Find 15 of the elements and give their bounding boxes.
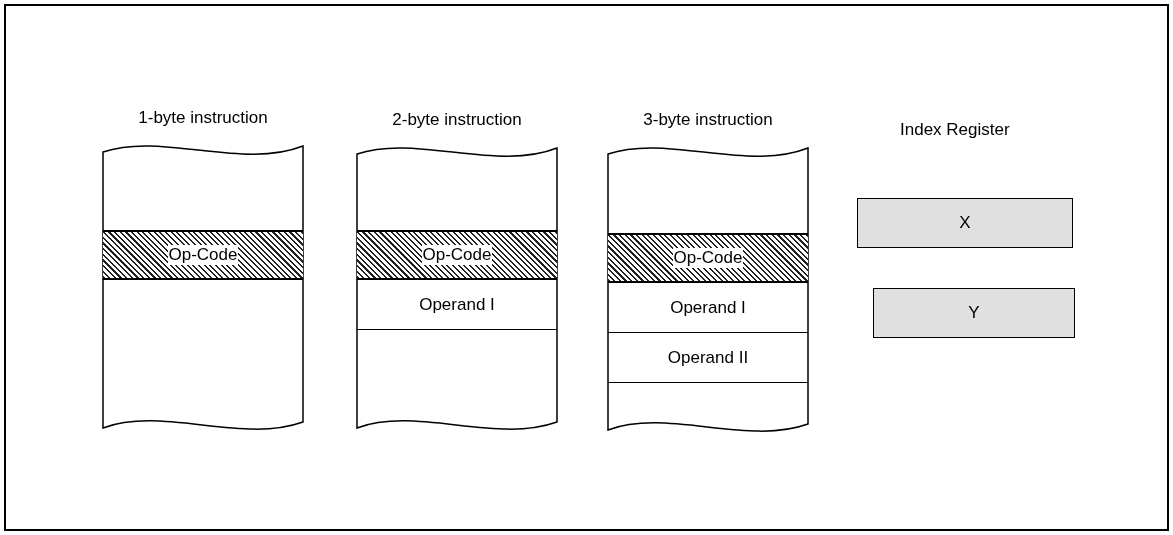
operand-field: Operand I bbox=[608, 283, 808, 333]
strip-heading: 1-byte instruction bbox=[137, 108, 269, 128]
register-box: X bbox=[857, 198, 1073, 248]
register-box: Y bbox=[873, 288, 1075, 338]
operand-field: Operand I bbox=[357, 280, 557, 330]
operand-field: Operand II bbox=[608, 333, 808, 383]
hatched-band bbox=[357, 230, 557, 280]
band-label: Op-Code bbox=[421, 245, 493, 265]
strip-heading: 2-byte instruction bbox=[391, 110, 523, 130]
register-heading: Index Register bbox=[900, 120, 1010, 140]
band-label: Op-Code bbox=[672, 248, 744, 268]
hatched-band bbox=[103, 230, 303, 280]
strip-heading: 3-byte instruction bbox=[642, 110, 774, 130]
band-label: Op-Code bbox=[167, 245, 239, 265]
hatched-band bbox=[608, 233, 808, 283]
